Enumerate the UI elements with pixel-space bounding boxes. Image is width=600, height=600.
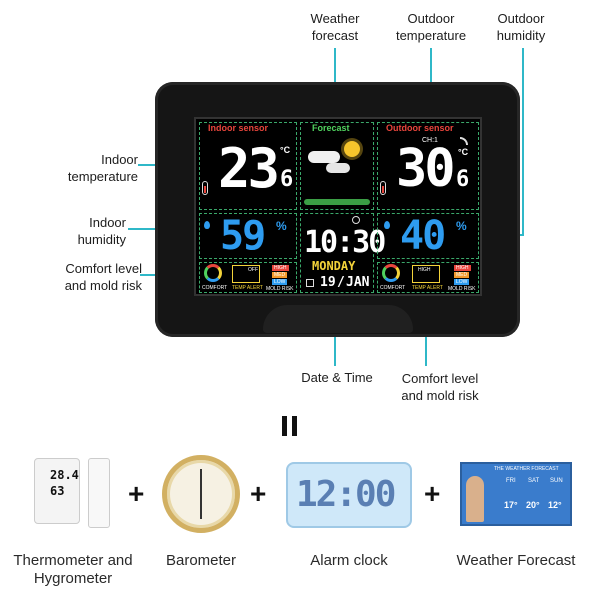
equals-sign <box>282 416 298 436</box>
forecast-temp-0: 17° <box>504 500 518 510</box>
outdoor-temperature-decimal: 6 <box>456 167 470 192</box>
comfort-gauge-icon <box>382 264 400 282</box>
callout-indoor-temperature: Indoor temperature <box>67 152 138 184</box>
outdoor-humidity-value: 40 <box>400 213 446 259</box>
high-text: HIGH <box>418 267 431 273</box>
temp-alert-text: TEMP ALERT <box>232 285 263 291</box>
outdoor-temp-panel <box>377 122 479 210</box>
day-value: 19 <box>320 275 336 290</box>
high-badge: HIGH <box>454 265 471 271</box>
indoor-temp-panel <box>199 122 297 210</box>
calendar-icon <box>306 279 314 287</box>
sensor-unit <box>88 458 110 528</box>
outdoor-temp-unit: °C <box>458 147 469 157</box>
humidity-drop-icon <box>204 221 210 229</box>
forecast-temp-2: 12° <box>548 500 562 510</box>
med-badge: MED <box>454 272 470 278</box>
outdoor-temperature-value: 30 <box>396 139 456 199</box>
forecast-day-2: SUN <box>550 478 563 484</box>
humidity-drop-icon <box>384 221 390 229</box>
off-text: OFF <box>248 267 258 273</box>
weather-forecast-product: THE WEATHER FORECAST FRI SAT SUN 17° 20°… <box>460 462 572 526</box>
temp-alert-box <box>412 265 440 283</box>
channel-label: CH:1 <box>422 137 438 144</box>
alarm-clock-product: 12:00 <box>286 462 412 530</box>
callout-date-time: Date & Time <box>301 370 373 385</box>
outdoor-sensor-label: Outdoor sensor <box>386 123 454 133</box>
indoor-humidity-value: 59 <box>220 213 266 259</box>
hygrometer-humidity: 63 <box>50 484 65 498</box>
comfort-text: COMFORT <box>380 285 406 291</box>
alarm-icon <box>352 216 360 224</box>
indoor-temperature-decimal: 6 <box>280 167 294 192</box>
clock-panel <box>300 213 374 293</box>
device-stand <box>263 305 413 333</box>
hygrometer-temp: 28.4 <box>50 468 79 482</box>
indoor-temperature-value: 23 <box>218 137 280 200</box>
callout-indoor-humidity: Indoor humidity <box>77 215 126 247</box>
forecast-panel <box>300 122 374 210</box>
indoor-humidity-panel <box>199 213 297 259</box>
plus-sign: + <box>128 478 145 509</box>
outdoor-comfort-panel <box>377 262 479 293</box>
temp-alert-text: TEMP ALERT <box>412 285 443 291</box>
med-badge: MED <box>272 272 288 278</box>
weekday-value: MONDAY <box>312 259 356 273</box>
weather-station-screen: Indoor sensor 23 6 °C Forecast Outdoor s… <box>194 117 482 296</box>
mold-risk-text: MOLD RISK <box>448 286 476 292</box>
indoor-sensor-label: Indoor sensor <box>208 123 269 133</box>
thermometer-icon <box>380 181 386 195</box>
plus-sign: + <box>250 478 267 509</box>
month-separator: / <box>337 275 345 290</box>
cloud-icon <box>326 163 350 173</box>
product-label-alarm-clock: Alarm clock <box>310 552 388 569</box>
plus-sign: + <box>424 478 441 509</box>
alarm-clock-time: 12:00 <box>296 474 396 515</box>
temp-alert-box <box>232 265 260 283</box>
product-label-thermometer: Thermometer and Hygrometer <box>13 552 133 587</box>
low-badge: LOW <box>272 279 288 285</box>
product-label-weather-forecast: Weather Forecast <box>456 552 576 569</box>
indoor-comfort-panel <box>199 262 297 293</box>
indoor-humidity-unit: % <box>276 219 287 233</box>
forecast-title: THE WEATHER FORECAST <box>494 466 559 472</box>
barometer-needle <box>200 469 202 519</box>
hygrometer-body <box>34 458 80 524</box>
comfort-text: COMFORT <box>202 285 228 291</box>
barometer-product <box>162 455 240 533</box>
signal-icon <box>460 137 468 145</box>
callout-outdoor-humidity: Outdoor humidity <box>496 11 546 43</box>
forecast-label: Forecast <box>312 123 350 133</box>
indoor-temp-unit: °C <box>280 145 291 155</box>
forecast-temp-1: 20° <box>526 500 540 510</box>
callout-comfort-right: Comfort level and mold risk <box>401 371 479 403</box>
outdoor-humidity-unit: % <box>456 219 467 233</box>
low-badge: LOW <box>454 279 470 285</box>
forecast-day-0: FRI <box>506 478 516 484</box>
comfort-gauge-icon <box>204 264 222 282</box>
sun-icon <box>344 141 360 157</box>
product-label-barometer: Barometer <box>165 552 237 569</box>
outdoor-humidity-panel <box>377 213 479 259</box>
alarm-clock-body <box>286 462 412 528</box>
forecaster-figure <box>466 476 484 522</box>
thermometer-icon <box>202 181 208 195</box>
callout-outdoor-temperature: Outdoor temperature <box>395 11 467 43</box>
month-value: JAN <box>346 275 370 290</box>
time-value: 10:30 <box>304 225 386 260</box>
callout-line-outdoor-humidity <box>522 48 524 236</box>
grass-icon <box>304 199 370 205</box>
thermometer-hygrometer-product: 28.4 63 <box>34 458 114 530</box>
high-badge: HIGH <box>272 265 289 271</box>
callout-weather-forecast: Weather forecast <box>310 11 360 43</box>
cloud-icon <box>308 151 340 163</box>
mold-risk-text: MOLD RISK <box>266 286 294 292</box>
forecast-day-1: SAT <box>528 478 540 484</box>
callout-comfort-left: Comfort level and mold risk <box>64 261 142 293</box>
